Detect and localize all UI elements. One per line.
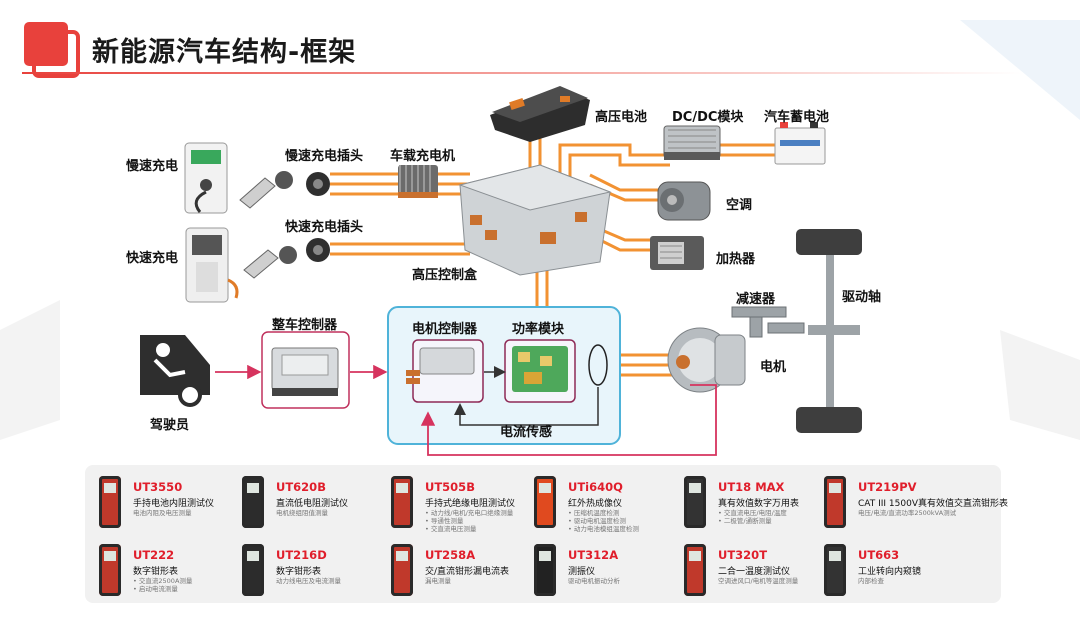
product-model: UT216D <box>276 548 327 562</box>
label-driver: 驾驶员 <box>150 418 190 433</box>
label-aux-battery: 汽车蓄电池 <box>764 110 830 125</box>
label-motor-controller: 电机控制器 <box>412 322 478 337</box>
product-detail: • 启动电流测量 <box>133 585 178 593</box>
hv-control-box-image <box>458 164 612 276</box>
fast-plug <box>243 238 330 279</box>
hv-battery-image <box>490 86 590 142</box>
product-device-icon <box>824 544 846 596</box>
power-module-image <box>512 346 568 392</box>
product-detail: 电机绕组阻值测量 <box>276 509 328 517</box>
product-detail: • 导通性测量 <box>425 517 464 525</box>
motor-controller-image <box>406 347 475 384</box>
label-onboard-charger: 车载充电机 <box>390 149 456 164</box>
driver-icon <box>140 335 210 407</box>
dcdc-module-image <box>663 125 721 160</box>
product-model: UT320T <box>718 548 768 562</box>
product-device-icon <box>391 544 413 596</box>
product-name: 直流低电阻测试仪 <box>276 499 349 509</box>
product-name: 红外热成像仪 <box>568 499 623 509</box>
product-detail: 驱动电机振动分析 <box>568 577 620 585</box>
product-model: UT258A <box>425 548 476 562</box>
current-sensor-ring <box>588 344 608 386</box>
label-drive-shaft: 驱动轴 <box>842 290 882 305</box>
product-device-icon <box>534 476 556 528</box>
product-model: UTi640Q <box>568 480 623 494</box>
product-detail: • 动力电池模组温度检测 <box>568 525 639 533</box>
product-device-icon <box>824 476 846 528</box>
ac-compressor-image <box>657 181 711 221</box>
product-name: 数字钳形表 <box>133 567 179 577</box>
aux-battery-image <box>774 122 826 165</box>
product-name: 手持式绝缘电阻测试仪 <box>425 499 516 509</box>
label-fast-charge: 快速充电 <box>126 251 179 266</box>
label-slow-plug: 慢速充电插头 <box>285 149 364 164</box>
heater-image <box>650 236 704 270</box>
label-fast-plug: 快速充电插头 <box>285 220 364 235</box>
product-detail: • 动力线/电机/充电口绝缘测量 <box>425 509 514 517</box>
title-underline <box>22 72 1022 74</box>
reducer-image <box>731 306 805 338</box>
product-detail: • 交直流2500A测量 <box>133 577 193 585</box>
product-device-icon <box>684 476 706 528</box>
product-model: UT505B <box>425 480 475 494</box>
drive-axle-image <box>796 229 862 433</box>
product-device-icon <box>242 544 264 596</box>
product-device-icon <box>242 476 264 528</box>
label-ac: 空调 <box>726 198 753 213</box>
label-hv-battery: 高压电池 <box>595 110 648 125</box>
product-model: UT663 <box>858 548 900 562</box>
motor-image <box>667 327 746 393</box>
product-detail: 空调进风口/电机等温度测量 <box>718 577 799 585</box>
product-detail: • 压缩机温度检测 <box>568 509 620 517</box>
product-detail: 漏电测量 <box>425 577 451 585</box>
onboard-charger-image <box>398 165 438 198</box>
product-model: UT620B <box>276 480 326 494</box>
vcu-image <box>271 347 339 396</box>
product-name: 工业转向内窥镜 <box>858 567 922 577</box>
product-name: 真有效值数字万用表 <box>718 499 800 509</box>
product-detail: • 交直流电压测量 <box>425 525 477 533</box>
product-detail: 内部检查 <box>858 577 884 585</box>
product-detail: • 驱动电机温度检测 <box>568 517 626 525</box>
product-model: UT3550 <box>133 480 183 494</box>
slow-plug <box>239 171 330 209</box>
product-device-icon <box>684 544 706 596</box>
product-model: UT312A <box>568 548 619 562</box>
product-device-icon <box>99 476 121 528</box>
label-slow-charge: 慢速充电 <box>126 159 179 174</box>
slow-charger-station <box>184 142 228 214</box>
product-model: UT18 MAX <box>718 480 785 494</box>
current-feedback-line <box>454 387 599 426</box>
product-name: 交/直流钳形漏电流表 <box>425 567 510 577</box>
product-detail: • 二极管/通断测量 <box>718 517 772 525</box>
product-model: UT219PV <box>858 480 917 494</box>
label-motor: 电机 <box>760 360 787 375</box>
label-power-module: 功率模块 <box>512 322 565 337</box>
product-detail: • 交直流电压/电阻/温度 <box>718 509 787 517</box>
label-heater: 加热器 <box>716 252 756 267</box>
fast-charger-station <box>185 227 239 303</box>
label-current-sensing: 电流传感 <box>500 425 553 440</box>
product-device-icon <box>391 476 413 528</box>
product-detail: 电池内阻及电压测量 <box>133 509 192 517</box>
product-name: 测振仪 <box>568 567 596 577</box>
label-vcu: 整车控制器 <box>272 318 338 333</box>
product-name: 手持电池内阻测试仪 <box>133 499 215 509</box>
logo-icon <box>24 22 80 78</box>
product-device-icon <box>534 544 556 596</box>
signal-arrows <box>215 364 717 456</box>
label-reducer: 减速器 <box>736 292 776 307</box>
product-name: 数字钳形表 <box>276 567 322 577</box>
label-dcdc: DC/DC模块 <box>672 110 744 125</box>
product-name: 二合一温度测试仪 <box>718 567 791 577</box>
product-name: CAT III 1500V真有效值交直流钳形表 <box>858 499 1008 509</box>
product-model: UT222 <box>133 548 175 562</box>
page-title: 新能源汽车结构-框架 <box>92 37 357 68</box>
label-hv-control-box: 高压控制盒 <box>412 268 478 283</box>
product-device-icon <box>99 544 121 596</box>
product-detail: 动力线电压及电流测量 <box>276 577 341 585</box>
product-detail: 电压/电流/直流功率2500kVA测试 <box>858 509 957 517</box>
